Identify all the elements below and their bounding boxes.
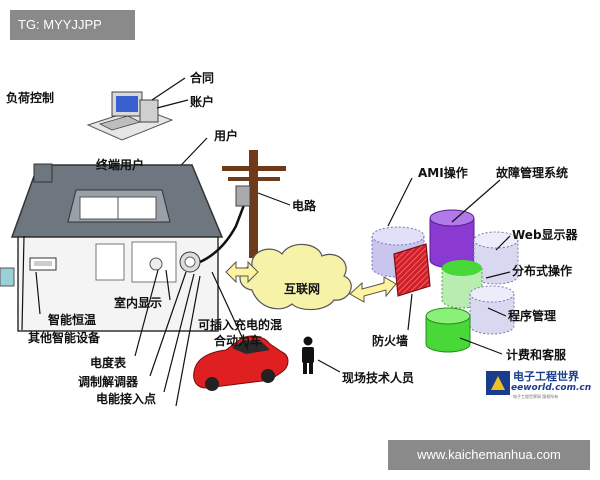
- house: [0, 163, 224, 332]
- firewall-icon: [393, 243, 431, 297]
- label-modem: 调制解调器: [78, 375, 139, 389]
- internet-datacenter-arrow: [349, 276, 397, 303]
- house-internet-arrow: [225, 260, 259, 284]
- label-firewall: 防火墙: [372, 334, 409, 348]
- datacenter-servers: [371, 209, 519, 353]
- label-program-management: 程序管理: [508, 309, 557, 323]
- technician-icon: [302, 336, 314, 374]
- label-user: 用户: [214, 129, 239, 143]
- label-plugin-hybrid-2: 合动力车: [214, 334, 263, 348]
- label-power-access-point: 电能接入点: [96, 392, 157, 406]
- label-account: 账户: [190, 95, 215, 109]
- internet-cloud: [239, 243, 352, 311]
- utility-pole: [222, 150, 286, 258]
- label-internet: 互联网: [284, 282, 321, 296]
- label-plugin-hybrid-1: 可插入充电的混: [198, 318, 283, 332]
- label-load-control: 负荷控制: [6, 91, 55, 105]
- label-other-smart-devices: 其他智能设备: [28, 331, 101, 345]
- logo-url: eeworld.com.cn: [511, 383, 592, 393]
- label-contract: 合同: [190, 71, 215, 85]
- logo-tagline: 电子工程世界网 版权所有: [513, 394, 559, 399]
- eeworld-logo: 电子工程世界 eeworld.com.cn 电子工程世界网 版权所有: [483, 366, 595, 402]
- logo-name: 电子工程世界: [513, 370, 579, 383]
- label-field-staff: 现场技术人员: [342, 371, 415, 385]
- logo-icon: [486, 371, 510, 395]
- watermark-top: TG: MYYJJPP: [10, 10, 135, 40]
- label-fault-management: 故障管理系统: [496, 166, 569, 180]
- label-web-display: Web显示器: [512, 228, 578, 242]
- label-billing-service: 计费和客服: [506, 348, 567, 362]
- label-meter: 电度表: [90, 356, 127, 370]
- label-ami-operation: AMI操作: [418, 166, 468, 180]
- label-indoor-display: 室内显示: [114, 296, 163, 310]
- label-line: 电路: [292, 199, 317, 213]
- watermark-bottom: www.kaichemanhua.com: [388, 440, 590, 470]
- car-icon: [193, 335, 289, 391]
- computer-icon: [86, 91, 174, 141]
- label-distributed-operation: 分布式操作: [512, 264, 573, 278]
- label-smart-thermostat: 智能恒温: [48, 313, 97, 327]
- label-terminal-user: 终端用户: [96, 158, 145, 172]
